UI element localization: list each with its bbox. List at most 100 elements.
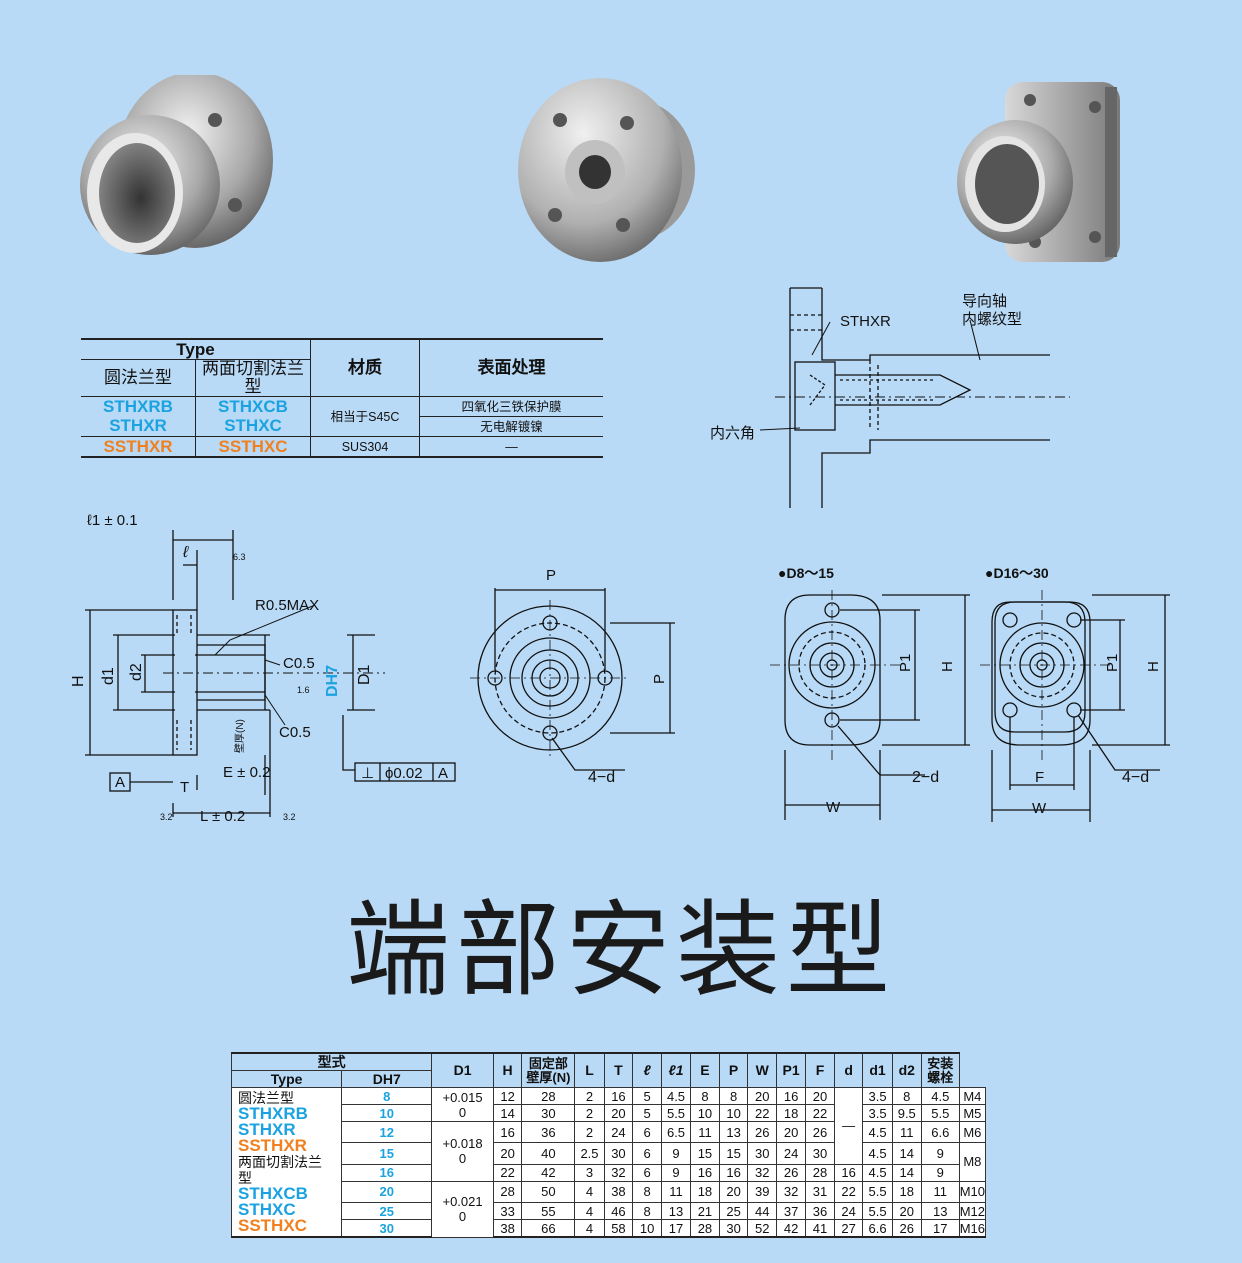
cell-P: 32 <box>747 1163 778 1182</box>
surface-value: 四氧化三铁保护膜 <box>419 396 603 417</box>
cell-bolt: M12 <box>958 1202 987 1220</box>
cell-bolt: M10 <box>958 1180 987 1204</box>
roughness-mark: 3.2 <box>160 812 173 822</box>
col-model: 型式 <box>230 1052 433 1071</box>
dim-H: H <box>70 675 87 687</box>
cell-d1: 26 <box>891 1219 922 1238</box>
cell-l: 17 <box>660 1219 692 1238</box>
cell-T: 5 <box>632 1104 662 1122</box>
type-code: SSTHXR <box>238 1136 307 1155</box>
cell-d1: 20 <box>891 1202 922 1220</box>
cell-d: 6.6 <box>862 1219 893 1238</box>
cell-L: 16 <box>603 1087 634 1105</box>
cell-N: 4 <box>574 1180 605 1204</box>
cell-N: 2 <box>574 1087 605 1105</box>
datum-ref: A <box>438 765 448 782</box>
cell-bolt: M8 <box>958 1142 987 1182</box>
cell-D: 15 <box>341 1142 433 1165</box>
cell-d2: 17 <box>920 1219 960 1238</box>
cell-N: 2 <box>574 1120 605 1144</box>
cell-D1: 14 <box>492 1104 523 1122</box>
tolerance-lower: 0 <box>458 1209 467 1225</box>
assembly-part-label: STHXR <box>840 313 891 330</box>
cell-D1: 20 <box>492 1142 523 1165</box>
cell-E: 15 <box>718 1142 749 1165</box>
cell-H: 40 <box>521 1142 576 1165</box>
cell-L: 32 <box>603 1163 634 1182</box>
cell-D1: 33 <box>492 1202 523 1220</box>
cell-l: 13 <box>660 1202 692 1220</box>
cell-l1: 16 <box>690 1163 720 1182</box>
cell-l1: 11 <box>690 1120 720 1144</box>
cell-l: 11 <box>660 1180 692 1204</box>
cell-T: 10 <box>632 1219 662 1238</box>
cut-large-title: ●D16～30 <box>985 565 1049 581</box>
cell-D: 16 <box>341 1163 433 1182</box>
col-l: ℓ <box>632 1052 662 1088</box>
material-value: 相当于S45C <box>310 396 420 437</box>
cell-E: 16 <box>718 1163 749 1182</box>
cell-F: — <box>833 1087 864 1165</box>
cell-l1: 8 <box>690 1087 720 1105</box>
dim-T: T <box>180 779 189 796</box>
cell-P: 30 <box>747 1142 778 1165</box>
cell-l1: 10 <box>690 1104 720 1122</box>
cell-E: 13 <box>718 1120 749 1144</box>
cell-E: 10 <box>718 1104 749 1122</box>
cell-d: 3.5 <box>862 1104 893 1122</box>
col-type: Type <box>230 1070 343 1088</box>
cell-P1: 26 <box>805 1120 835 1144</box>
cell-E: 25 <box>718 1202 749 1220</box>
dim-P1: P1 <box>1104 654 1121 672</box>
material-header: 材质 <box>348 358 382 377</box>
page-title: 端部安装型 <box>345 889 896 1011</box>
spec-table: 型式 D1 H 固定部壁厚(N) L T ℓ ℓ1 E P W P1 F d d… <box>230 1052 987 1238</box>
cell-P1: 28 <box>805 1163 835 1182</box>
surface-value: — <box>419 436 603 458</box>
cell-d1: 14 <box>891 1163 922 1182</box>
cell-P: 26 <box>747 1120 778 1144</box>
cell-F: 22 <box>833 1180 864 1204</box>
product-photo-cut-flange <box>957 82 1120 262</box>
dim-d2: d2 <box>128 663 145 681</box>
roughness-mark: 6.3 <box>233 552 246 562</box>
col-bolt: 安装螺栓 <box>920 1052 960 1088</box>
tolerance-upper: +0.021 <box>442 1194 483 1210</box>
surface-header: 表面处理 <box>477 358 546 377</box>
type-code: STHXRB <box>103 396 173 416</box>
cell-bolt: M5 <box>958 1104 987 1122</box>
round-flange-header: 圆法兰型 <box>104 368 172 387</box>
cell-l1: 21 <box>690 1202 720 1220</box>
cut-small-title: ●D8～15 <box>778 565 834 581</box>
cell-P1: 22 <box>805 1104 835 1122</box>
cell-D1: 22 <box>492 1163 523 1182</box>
cell-W: 24 <box>776 1142 807 1165</box>
product-photo-flange-back <box>518 78 695 262</box>
cell-d: 4.5 <box>862 1142 893 1165</box>
tolerance-lower: 0 <box>458 1151 467 1167</box>
dim-P1: P1 <box>897 654 914 672</box>
cell-D1: 38 <box>492 1219 523 1238</box>
cell-P1: 41 <box>805 1219 835 1238</box>
cell-l: 9 <box>660 1163 692 1182</box>
cell-P: 52 <box>747 1219 778 1238</box>
cell-L: 38 <box>603 1180 634 1204</box>
tolerance-upper: +0.018 <box>442 1136 483 1152</box>
cell-N: 3 <box>574 1163 605 1182</box>
cell-W: 32 <box>776 1180 807 1204</box>
assembly-drawing: STHXR 导向轴 内螺纹型 内六角 <box>710 287 1070 508</box>
type-code: STHXC <box>195 416 311 437</box>
dim-DH7: DH7 <box>324 665 341 697</box>
dim-H: H <box>939 661 956 672</box>
cell-W: 26 <box>776 1163 807 1182</box>
dim-E: E ± 0.2 <box>223 764 270 781</box>
dim-c2: C0.5 <box>279 724 311 741</box>
col-H: H <box>492 1052 523 1088</box>
